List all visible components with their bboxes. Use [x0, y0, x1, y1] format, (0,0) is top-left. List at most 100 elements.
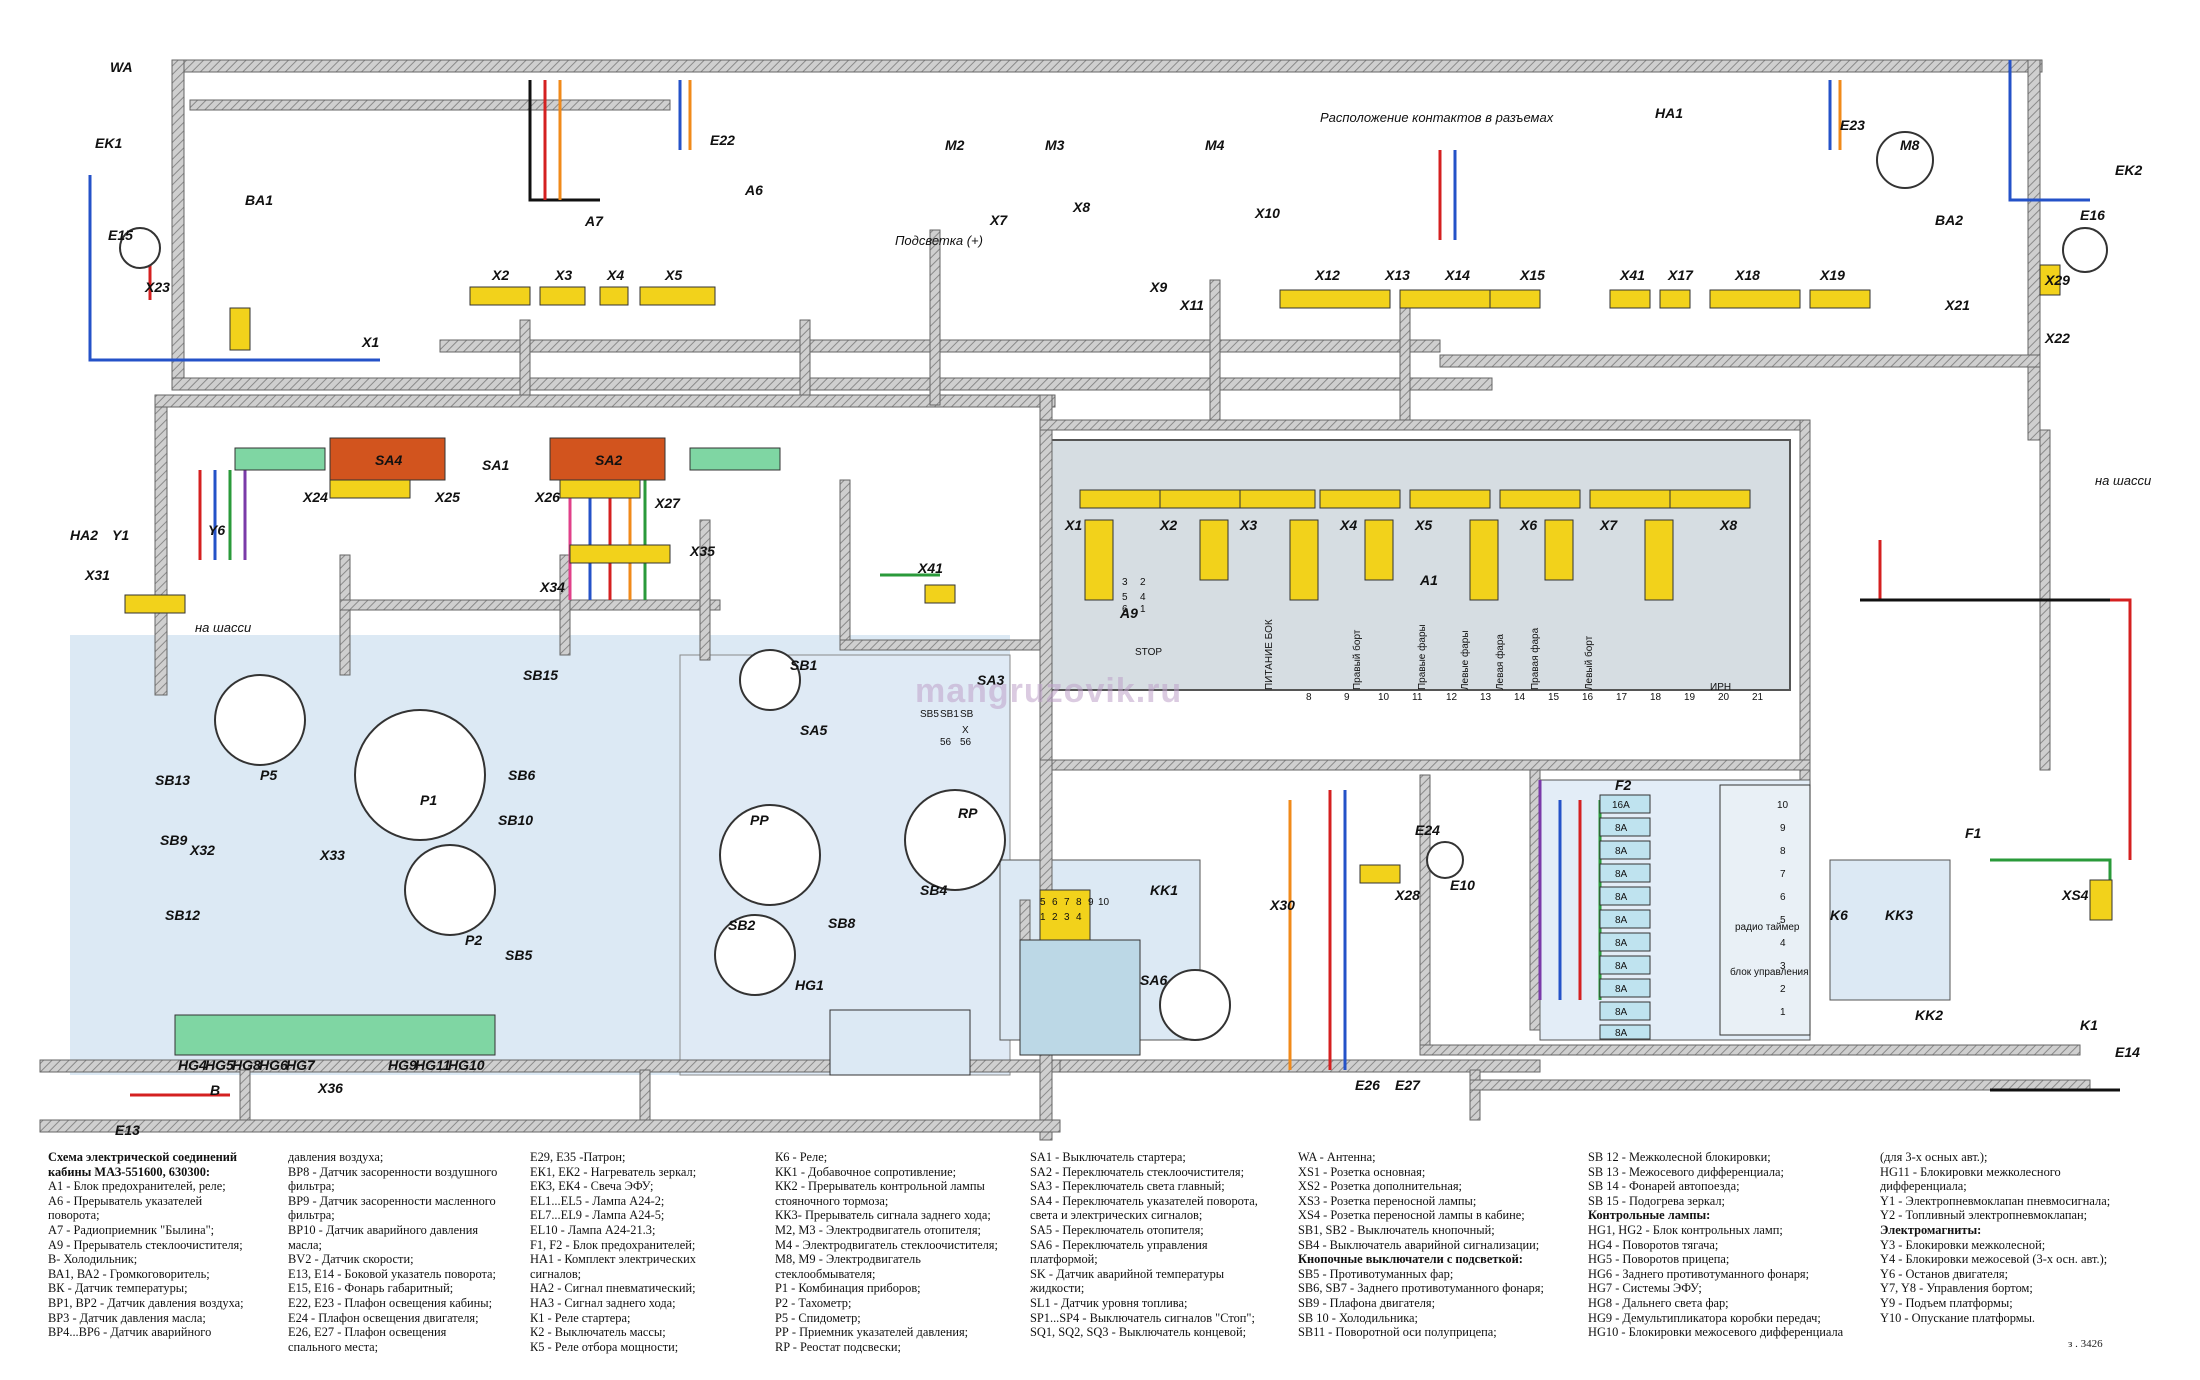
label-k6: K6 — [1830, 907, 1848, 923]
label-x9: X9 — [1149, 279, 1167, 295]
label-sa1: SA1 — [482, 457, 509, 473]
legend-line: E13, E14 - Боковой указатель поворота; — [288, 1266, 496, 1281]
label-hg1: HG1 — [795, 977, 824, 993]
legend-line: E26, E27 - Плафон освещения — [288, 1325, 447, 1340]
f2-slot-8: 8 — [1780, 846, 1786, 857]
label-m2: M2 — [945, 137, 965, 153]
f2-label-control-unit: блок управления — [1730, 966, 1808, 978]
legend-line: Y10 - Опускание платформы. — [1880, 1310, 2036, 1325]
legend-line: Y2 - Топливный электропневмоклапан; — [1880, 1208, 2088, 1223]
f2-fuse-9: 8А — [1615, 984, 1628, 995]
label-kk3: KK3 — [1885, 907, 1913, 923]
label-hg6: HG6 — [259, 1057, 288, 1073]
label-x14: X14 — [1444, 267, 1470, 283]
watermark: mangruzovik.ru — [915, 672, 1183, 710]
legend-column-8: (для 3-х осных авт.); HG11 - Блокировки … — [1880, 1150, 2110, 1325]
legend-line: F1, F2 - Блок предохранителей; — [530, 1237, 696, 1252]
kk1-pin-3: 3 — [1064, 912, 1070, 923]
legend-line: А6 - Прерыватель указателей — [48, 1193, 203, 1208]
legend-line: E24 - Плафон освещения двигателя; — [288, 1310, 479, 1325]
label-a1-x5: X5 — [1414, 517, 1432, 533]
component-labels: WA EK1 E15 X23 BA1 A7 E22 A6 M2 M3 M4 X7… — [70, 59, 2142, 1138]
sa3-pin-sb5: SB5 — [920, 709, 939, 720]
legend-line: А1 - Блок предохранителей, реле; — [48, 1179, 226, 1194]
legend-line: HG7 - Системы ЭФУ; — [1588, 1281, 1702, 1296]
a1-pin-9: 9 — [1344, 692, 1350, 703]
legend-line: SB1, SB2 - Выключатель кнопочный; — [1298, 1222, 1495, 1237]
legend-subheading: Кнопочные выключатели с подсветкой: — [1298, 1252, 1523, 1267]
legend-line: сигналов; — [530, 1266, 582, 1281]
f2-slot-numbers: 1 2 3 4 5 6 7 8 9 10 радио таймер блок у… — [1730, 800, 1808, 1018]
label-m8: M8 — [1900, 137, 1920, 153]
label-x41: X41 — [1619, 267, 1645, 283]
legend-line: SA3 - Переключатель света главный; — [1030, 1179, 1225, 1194]
a1-pin-21: 21 — [1752, 692, 1764, 703]
kk1-pin-6: 6 — [1052, 897, 1058, 908]
switches — [234, 437, 781, 481]
label-sb9: SB9 — [160, 832, 187, 848]
legend-line: стеклообмывателя; — [775, 1266, 876, 1281]
legend-line: НА3 - Сигнал заднего хода; — [530, 1295, 676, 1310]
label-wa: WA — [110, 59, 133, 75]
label-sb10: SB10 — [498, 812, 533, 828]
legend-column-6: WA - Антенна; XS1 - Розетка основная; XS… — [1298, 1150, 1544, 1340]
legend-line: дифференциала; — [1880, 1179, 1967, 1194]
label-x3: X3 — [554, 267, 572, 283]
connectors — [124, 264, 2113, 961]
legend-line: SK - Датчик аварийной температуры — [1030, 1266, 1225, 1281]
f2-fuses — [1599, 794, 1651, 1040]
label-hg7: HG7 — [286, 1057, 316, 1073]
legend-line: SB 12 - Межколесной блокировки; — [1588, 1150, 1771, 1164]
sa3-pins: SB5 SB1 SB 56 X 56 — [920, 709, 974, 748]
a1-label-left-side: Левый борт — [1583, 635, 1595, 690]
label-sa6: SA6 — [1140, 972, 1167, 988]
label-x25: X25 — [434, 489, 460, 505]
label-e14: E14 — [2115, 1044, 2140, 1060]
a1-label-left-light: Левая фара — [1494, 634, 1506, 690]
legend-line: XS2 - Розетка дополнительная; — [1298, 1179, 1462, 1194]
label-x26: X26 — [534, 489, 560, 505]
f2-fuse-6: 8А — [1615, 915, 1628, 926]
label-sb1: SB1 — [790, 657, 817, 673]
a1-pin-13: 13 — [1480, 692, 1492, 703]
kk1-pin-4: 4 — [1076, 912, 1082, 923]
f2-label-radio-timer: радио таймер — [1735, 922, 1800, 933]
legend-line: КК2 - Прерыватель контрольной лампы — [775, 1179, 985, 1194]
legend-line: ВК - Датчик температуры; — [48, 1281, 188, 1296]
sa3-pin-sb1: SB1 — [940, 709, 959, 720]
legend-line: спального места; — [288, 1339, 379, 1354]
chassis-label-left: на шасси — [195, 620, 251, 635]
label-a9: A9 — [1119, 605, 1138, 621]
a1-label-power: ПИТАНИЕ БОК — [1264, 619, 1275, 690]
f2-slot-2: 2 — [1780, 984, 1786, 995]
label-ba2: BA2 — [1935, 212, 1963, 228]
f2-fuse-5: 8А — [1615, 892, 1628, 903]
a1-label-left-lights: Левые фары — [1459, 630, 1471, 690]
f2-slot-9: 9 — [1780, 823, 1786, 834]
label-a1-x4: X4 — [1339, 517, 1357, 533]
a1-pin-8: 8 — [1306, 692, 1312, 703]
legend-line: Y3 - Блокировки межколесной; — [1880, 1237, 2046, 1252]
f2-fuse-3: 8А — [1615, 846, 1628, 857]
a1-pin-11: 11 — [1412, 692, 1423, 703]
legend-subheading: Электромагниты: — [1880, 1222, 1982, 1237]
label-sb12: SB12 — [165, 907, 200, 923]
label-hg5: HG5 — [205, 1057, 234, 1073]
label-a6: A6 — [744, 182, 763, 198]
a1-pin-14: 14 — [1514, 692, 1526, 703]
harness-bundles — [39, 59, 2091, 1141]
label-e23: E23 — [1840, 117, 1865, 133]
sa3-pin-56a: 56 — [940, 737, 952, 748]
legend-title-line-1: Схема электрической соединений — [48, 1150, 238, 1164]
label-x10: X10 — [1254, 205, 1280, 221]
legend-line: ВР8 - Датчик засоренности воздушного — [288, 1164, 498, 1179]
legend-line: Y7, Y8 - Управления бортом; — [1880, 1281, 2033, 1296]
label-sb6: SB6 — [508, 767, 535, 783]
legend-line: давления воздуха; — [288, 1150, 384, 1164]
label-a1-x6: X6 — [1519, 517, 1537, 533]
label-x34: X34 — [539, 579, 565, 595]
legend-line: стояночного тормоза; — [775, 1193, 889, 1208]
label-a1: A1 — [1419, 572, 1438, 588]
legend-line: XS4 - Розетка переносной лампы в кабине; — [1298, 1208, 1525, 1223]
legend-line: SB 10 - Холодильника; — [1298, 1310, 1418, 1325]
